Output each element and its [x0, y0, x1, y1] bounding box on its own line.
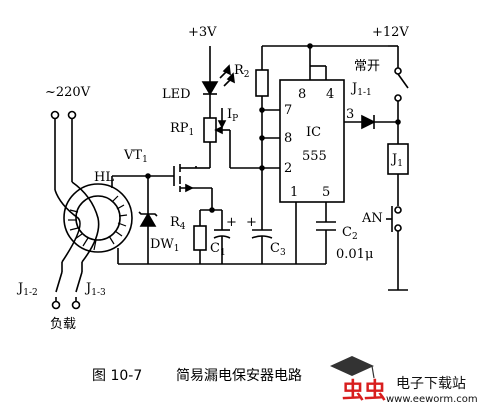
rp1-label: RP1	[170, 121, 194, 138]
ac-supply-label: ~220V	[45, 85, 91, 100]
j13-label: J1-3	[84, 281, 106, 298]
ac-supply-terminals	[50, 110, 77, 190]
led-branch	[196, 46, 235, 169]
r4-label: R4	[170, 215, 186, 232]
ic-label: IC	[306, 125, 321, 140]
pin-8-left: 8	[284, 131, 292, 146]
j12-label: J1-2	[16, 281, 38, 298]
pin-4: 4	[326, 87, 334, 102]
watermark-logo: 虫虫	[342, 378, 386, 404]
j1-label: J1	[390, 152, 403, 169]
pin-3: 3	[346, 107, 354, 122]
j11-label: J1-1	[350, 81, 372, 98]
component-labels: ~220V +3V +12V LED RP1 IP R2 VT1 HL R4 D…	[16, 25, 409, 332]
zener-dw1	[138, 173, 158, 264]
ic-type: 555	[302, 149, 327, 164]
ic-555	[279, 79, 362, 264]
watermark-brand: 电子下载站	[396, 376, 466, 392]
pin-8-top: 8	[298, 87, 306, 102]
c1-label: C1	[210, 241, 226, 258]
watermark: 虫虫 电子下载站 www.eeworm.com	[330, 356, 478, 405]
pin-2: 2	[284, 161, 292, 176]
pin-7: 7	[284, 103, 292, 118]
figure-number: 图 10-7	[92, 368, 142, 384]
ip-label: IP	[227, 107, 238, 124]
mortarboard-icon	[330, 356, 374, 376]
c3-plus: +	[246, 215, 257, 230]
c1-plus: +	[226, 215, 237, 230]
watermark-url: www.eeworm.com	[386, 394, 478, 405]
led-label: LED	[162, 87, 191, 102]
pin-5: 5	[322, 185, 330, 200]
c3-label: C3	[270, 241, 286, 258]
load-label: 负载	[50, 317, 76, 332]
figure-caption: 图 10-7 简易漏电保安器电路	[92, 367, 302, 384]
c2-value: 0.01μ	[336, 247, 373, 262]
c2-label: C2	[342, 225, 358, 242]
supply-12v-label: +12V	[372, 25, 409, 40]
dw1-label: DW1	[150, 237, 180, 254]
r2-resistor	[255, 43, 388, 168]
relay-contacts-j12-j13	[51, 262, 83, 310]
normally-open-label: 常开	[354, 59, 380, 74]
pin-1: 1	[290, 185, 298, 200]
r2-label: R2	[234, 63, 250, 80]
supply-3v-label: +3V	[188, 25, 217, 40]
timing-network	[148, 168, 336, 265]
vt1-label: VT1	[123, 148, 148, 165]
pin2-wiring	[230, 165, 280, 171]
an-label: AN	[361, 211, 383, 226]
hl-toroid-transformer	[54, 175, 148, 265]
relay-coil-branch	[386, 45, 409, 291]
hl-label: HL	[94, 170, 114, 185]
figure-title: 简易漏电保安器电路	[176, 367, 302, 384]
vt1-transistor	[148, 164, 213, 210]
relay-diode	[361, 114, 401, 130]
